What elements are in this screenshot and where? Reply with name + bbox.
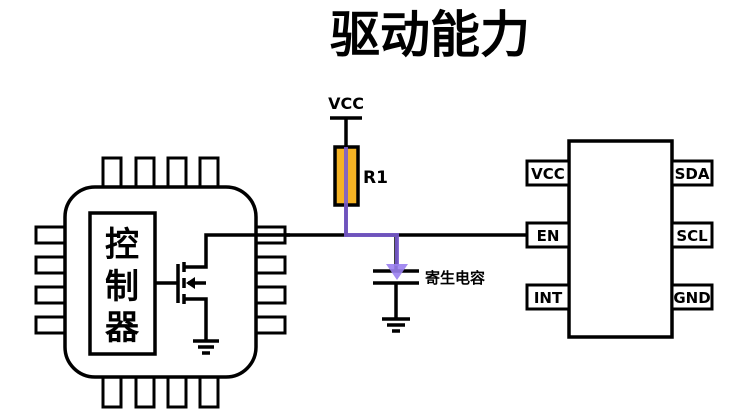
ic-pin-int xyxy=(525,283,571,311)
ic-pin-label: SDA xyxy=(675,165,710,183)
mcu-left-pins xyxy=(34,225,67,335)
ic-pin-label: INT xyxy=(534,289,563,307)
ic-pin-label: EN xyxy=(537,227,560,245)
controller-char-2: 制 xyxy=(105,267,139,307)
controller-char-3: 器 xyxy=(105,308,140,348)
ground-icon xyxy=(382,317,410,333)
mcu-pin xyxy=(166,375,188,409)
current-arrow-icon xyxy=(386,264,408,280)
ic-pin-label: SCL xyxy=(676,227,708,245)
resistor-label: R1 xyxy=(363,168,388,188)
source-wire xyxy=(184,297,208,340)
mcu-pin xyxy=(254,255,287,275)
mosfet-symbol xyxy=(155,233,290,355)
mcu-pin xyxy=(34,315,67,335)
ground-icon xyxy=(193,339,219,355)
ic-pin-label: VCC xyxy=(531,165,565,183)
controller-box xyxy=(88,211,157,356)
target-ic: VCC EN INT SDA SCL GND xyxy=(525,139,714,339)
mcu-pin xyxy=(166,156,188,189)
ic-pin-gnd xyxy=(670,283,714,311)
mcu-right-pins xyxy=(254,225,287,335)
ic-pin-label: GND xyxy=(673,289,710,307)
ic-pin-en xyxy=(525,221,571,249)
mcu-bottom-pins xyxy=(101,375,220,409)
diagram-title: 驱动能力 xyxy=(330,6,530,64)
mcu-pin xyxy=(254,315,287,335)
mcu-pin xyxy=(34,225,67,245)
controller-char-1: 控 xyxy=(105,225,139,265)
vcc-label: VCC xyxy=(328,94,364,113)
charging-current-path xyxy=(344,147,399,266)
mcu-pin xyxy=(101,375,123,409)
ic-pin-scl xyxy=(670,221,714,249)
ic-pin-vcc xyxy=(525,159,571,187)
mcu-chip: 控 制 器 xyxy=(34,156,290,409)
mcu-pin xyxy=(101,156,123,189)
mcu-top-pins xyxy=(101,156,220,189)
mcu-pin xyxy=(198,375,220,409)
mcu-pin xyxy=(198,156,220,189)
drain-wire xyxy=(184,233,290,269)
mcu-pin xyxy=(34,285,67,305)
mcu-pin xyxy=(134,156,156,189)
ic-body xyxy=(567,139,674,339)
mcu-pin xyxy=(34,255,67,275)
mosfet-arrow-icon xyxy=(186,277,195,289)
parasitic-capacitance-label: 寄生电容 xyxy=(425,269,485,287)
mcu-pin xyxy=(134,375,156,409)
mcu-pin xyxy=(254,285,287,305)
ic-pin-sda xyxy=(670,159,714,187)
